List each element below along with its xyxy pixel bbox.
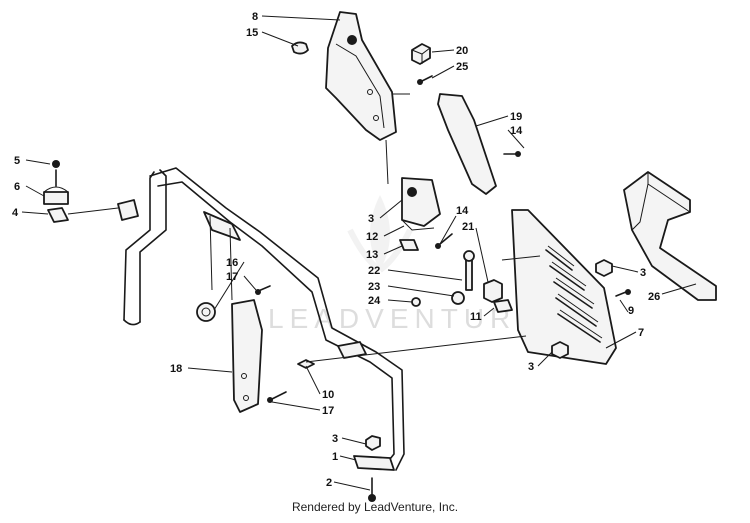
bushing-21 xyxy=(483,279,503,303)
callout-3d: 3 xyxy=(332,433,338,445)
callout-4: 4 xyxy=(12,207,19,219)
nut-3c xyxy=(551,341,569,359)
callout-21: 21 xyxy=(462,221,474,233)
leader-lines xyxy=(21,15,697,491)
screw-25 xyxy=(417,75,433,85)
callout-labels: 8 15 20 25 19 14 5 6 4 3 12 13 14 21 22 … xyxy=(12,11,660,489)
callout-15: 15 xyxy=(246,27,258,39)
roller-16 xyxy=(196,302,216,322)
callout-19: 19 xyxy=(510,111,522,123)
callout-20: 20 xyxy=(456,45,468,57)
callout-23: 23 xyxy=(368,281,380,293)
louver-panel xyxy=(511,209,617,365)
rivet-14b xyxy=(435,233,453,249)
center-bracket xyxy=(401,177,441,231)
credit-text: Rendered by LeadVenture, Inc. xyxy=(291,500,459,514)
bolt-5 xyxy=(52,160,60,187)
pin-17b xyxy=(267,391,287,403)
callout-9: 9 xyxy=(628,305,634,317)
callout-3: 3 xyxy=(368,213,374,225)
callout-6: 6 xyxy=(14,181,20,193)
cap-6 xyxy=(43,186,69,205)
callout-17: 17 xyxy=(226,271,238,283)
callout-5: 5 xyxy=(14,155,20,167)
screw-9 xyxy=(615,289,631,297)
callout-10: 10 xyxy=(322,389,334,401)
callout-14: 14 xyxy=(510,125,523,137)
callout-3c: 3 xyxy=(528,361,534,373)
callout-1: 1 xyxy=(332,451,338,463)
side-plate-18 xyxy=(231,299,263,413)
callout-14b: 14 xyxy=(456,205,469,217)
callout-3b: 3 xyxy=(640,267,646,279)
front-frame xyxy=(117,167,405,471)
callout-12: 12 xyxy=(366,231,378,243)
callout-26: 26 xyxy=(648,291,660,303)
nut-3d xyxy=(365,435,381,451)
callout-24: 24 xyxy=(368,295,381,307)
clip-13 xyxy=(399,239,419,251)
watermark-text: LEADVENTURE xyxy=(268,303,541,334)
washer-24 xyxy=(411,297,421,307)
clamp-4 xyxy=(47,207,69,223)
rivet-14a xyxy=(503,151,521,157)
callout-11: 11 xyxy=(470,311,482,323)
pin-17a xyxy=(255,285,271,295)
callout-25: 25 xyxy=(456,61,468,73)
callout-8: 8 xyxy=(252,11,258,23)
nut-20 xyxy=(411,43,431,65)
callout-22: 22 xyxy=(368,265,380,277)
bolt-2 xyxy=(368,477,376,502)
callout-18: 18 xyxy=(170,363,182,375)
callout-17b: 17 xyxy=(322,405,334,417)
watermark-logo xyxy=(347,195,413,273)
upper-mounting-plate xyxy=(325,11,397,141)
guide-panel xyxy=(437,93,497,195)
callout-7: 7 xyxy=(638,327,644,339)
grab-handle xyxy=(623,171,717,301)
callout-13: 13 xyxy=(366,249,378,261)
callout-16: 16 xyxy=(226,257,238,269)
clip-11 xyxy=(493,299,513,313)
link-rod xyxy=(451,250,475,305)
nut-3b xyxy=(595,259,613,277)
callout-2: 2 xyxy=(326,477,332,489)
